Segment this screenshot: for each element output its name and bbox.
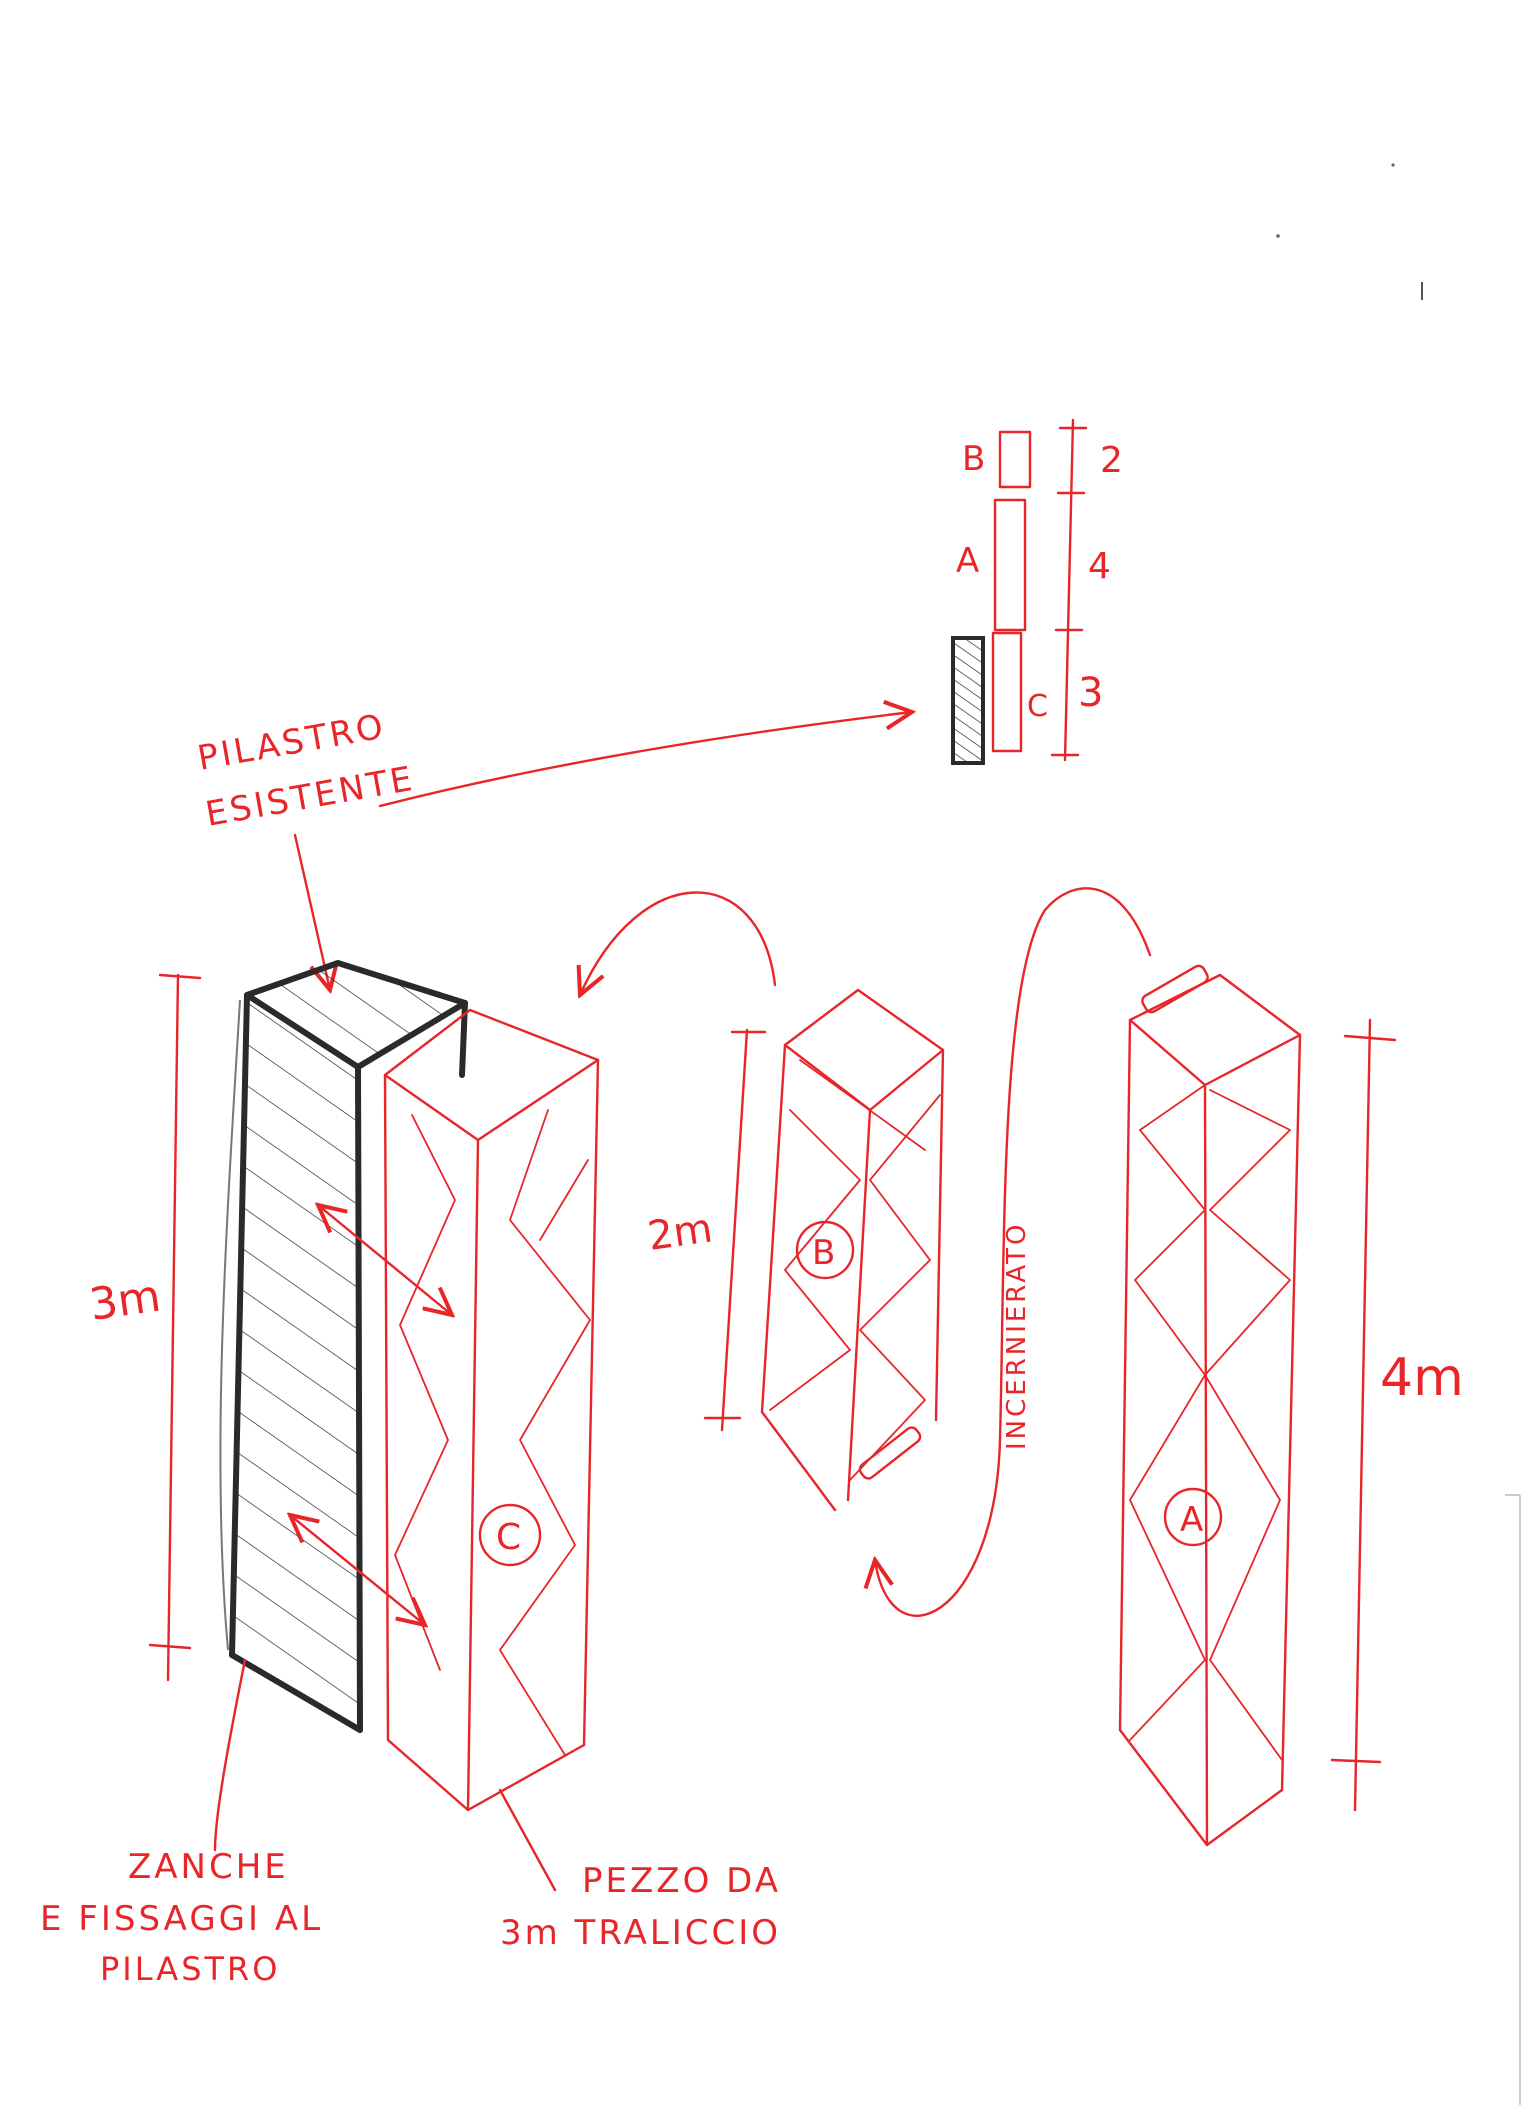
- pillar-top: [247, 963, 465, 1067]
- pezzo-note: PEZZO DA 3m TRALICCIO: [500, 1861, 781, 1953]
- elevation-value-c: 3: [1078, 670, 1103, 716]
- piece-c-letter: C: [496, 1517, 521, 1558]
- elevation-letter-b: B: [962, 439, 985, 479]
- pezzo-line2: 3m TRALICCIO: [500, 1913, 781, 1953]
- zanche-note: ZANCHE E FISSAGGI AL PILASTRO: [40, 1847, 323, 1988]
- piece-c-dim-line: [166, 973, 180, 1682]
- elevation-value-a: 4: [1088, 546, 1111, 587]
- elevation-box-a: [993, 498, 1027, 632]
- elevation-box-c: [991, 631, 1023, 753]
- piece-a-hinge: [1141, 964, 1209, 1014]
- piece-a-dim-line: [1353, 1018, 1372, 1812]
- piece-b-hinge: [858, 1426, 922, 1480]
- pillar-front-face: [232, 995, 360, 1730]
- piece-b-height: 2m: [645, 1205, 715, 1260]
- elevation-letter-a: A: [956, 541, 979, 581]
- arrow-to-elevation: [378, 712, 912, 808]
- zanche-line3: PILASTRO: [100, 1950, 280, 1988]
- zanche-line1: ZANCHE: [128, 1847, 289, 1887]
- incernierato-label: INCERNIERATO: [1002, 1222, 1032, 1450]
- piece-a-letter: A: [1180, 1500, 1203, 1540]
- piece-b: B 2m: [645, 988, 945, 1512]
- elevation-existing-pillar: [951, 636, 985, 765]
- elevation-letter-c: C: [1027, 689, 1048, 724]
- arrow-a-hinge: [875, 887, 1152, 1617]
- elevation-box-b: [998, 430, 1032, 489]
- piece-c-height: 3m: [86, 1271, 163, 1331]
- piece-a: A 4m: [1118, 964, 1464, 1847]
- piece-b-letter: B: [812, 1233, 835, 1273]
- arrow-b-to-c: [580, 891, 777, 995]
- paper-specks: [1276, 163, 1521, 2105]
- piece-b-dim-line: [720, 1028, 749, 1432]
- zanche-line2: E FISSAGGI AL: [40, 1899, 323, 1939]
- elevation-diagram: B 2 A 4 C 3: [951, 418, 1123, 765]
- pilastro-label: PILASTRO ESISTENTE: [195, 706, 418, 834]
- pezzo-leader: [498, 1788, 557, 1892]
- piece-a-height: 4m: [1380, 1348, 1464, 1408]
- piece-b-marker: [795, 1220, 855, 1280]
- piece-c-marker: [478, 1503, 542, 1567]
- elevation-value-b: 2: [1100, 440, 1123, 481]
- piece-c: C 3m: [86, 973, 600, 1812]
- zanche-leader: [213, 1658, 247, 1852]
- existing-pillar: [219, 960, 468, 1733]
- fixing-arrow-upper: [318, 1205, 452, 1315]
- pezzo-line1: PEZZO DA: [582, 1861, 781, 1901]
- arrow-to-pillar: [293, 833, 330, 990]
- piece-a-marker: [1163, 1487, 1223, 1547]
- fixing-arrow-lower: [290, 1515, 425, 1625]
- elevation-dim-line: [1063, 418, 1075, 762]
